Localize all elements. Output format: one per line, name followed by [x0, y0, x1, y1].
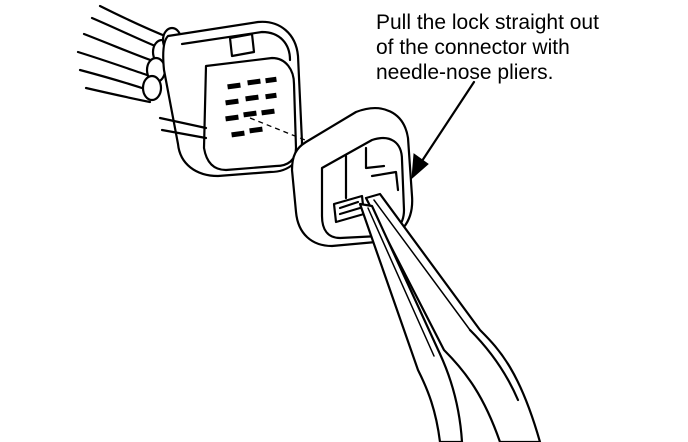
- connector: [158, 20, 304, 178]
- instruction-callout: Pull the lock straight out of the connec…: [376, 10, 676, 85]
- callout-line-2: of the connector with: [376, 36, 570, 59]
- callout-arrow: [411, 80, 476, 180]
- needle-nose-pliers: [358, 192, 542, 442]
- terminal-cavities: [225, 76, 277, 138]
- callout-line-3: needle-nose pliers.: [376, 61, 554, 84]
- callout-line-1: Pull the lock straight out: [376, 11, 599, 34]
